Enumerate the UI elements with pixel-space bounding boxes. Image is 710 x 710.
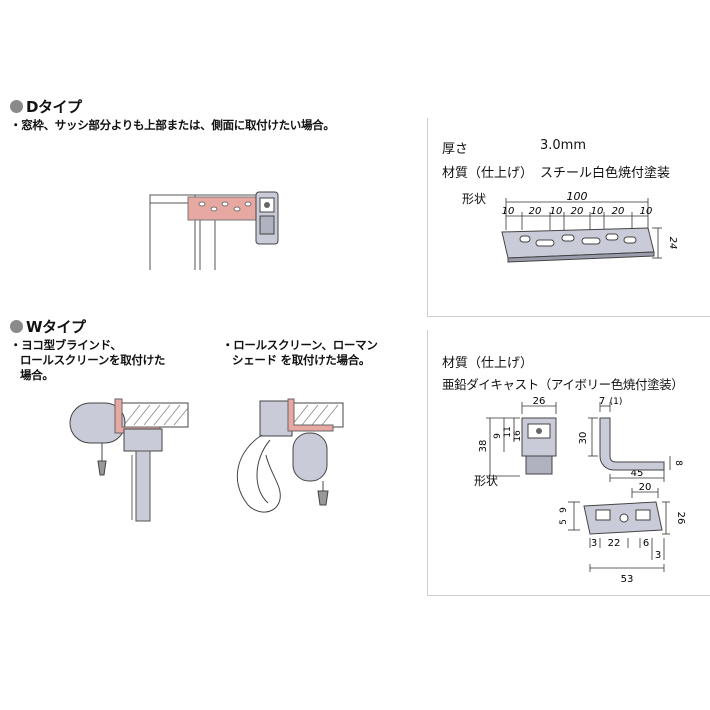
w-type-title: Wタイプ bbox=[26, 318, 86, 336]
dim-seg: 10 bbox=[502, 206, 515, 217]
svg-text:3: 3 bbox=[591, 538, 597, 549]
w-type-heading: Wタイプ bbox=[10, 316, 86, 337]
svg-text:9: 9 bbox=[493, 433, 503, 439]
thickness-label: 厚さ bbox=[442, 142, 469, 157]
die-cast-side bbox=[599, 417, 665, 471]
dim-seg: 10 bbox=[550, 206, 563, 217]
d-type-heading: Dタイプ bbox=[10, 96, 82, 117]
svg-text:(1): (1) bbox=[610, 397, 623, 407]
svg-text:11: 11 bbox=[503, 426, 513, 437]
dim-seg: 20 bbox=[612, 206, 625, 217]
w-type-note-left: ・ヨコ型ブラインド、 ロールスクリーンを取付けた 場合。 bbox=[10, 338, 166, 382]
die-cast-side-view: 7 (1) 30 45 8 bbox=[578, 396, 683, 482]
w-left-illustration bbox=[69, 398, 189, 522]
die-cast-front-view: 26 9 11 16 38 bbox=[478, 396, 557, 477]
flat-bracket-drawing: 100 10 20 10 20 10 20 10 24 bbox=[501, 190, 678, 263]
dim-seg: 20 bbox=[529, 206, 542, 217]
svg-text:7: 7 bbox=[599, 396, 605, 407]
svg-text:45: 45 bbox=[631, 468, 644, 479]
material-label: 材質（仕上げ） bbox=[442, 166, 534, 181]
d-type-title: Dタイプ bbox=[26, 98, 82, 116]
spec-panel-bottom: 材質（仕上げ） 亜鉛ダイキャスト（アイボリー色焼付塗装） 形状 26 9 11 … bbox=[427, 330, 710, 596]
svg-text:5: 5 bbox=[559, 519, 569, 525]
bullet-icon bbox=[10, 320, 23, 333]
svg-text:22: 22 bbox=[608, 538, 621, 549]
svg-text:30: 30 bbox=[578, 432, 589, 445]
dim-seg: 10 bbox=[640, 206, 653, 217]
shape-label-2: 形状 bbox=[474, 474, 499, 488]
svg-text:6: 6 bbox=[643, 538, 649, 549]
material-value-2: 亜鉛ダイキャスト（アイボリー色焼付塗装） bbox=[442, 377, 684, 392]
material-value: スチール白色焼付塗装 bbox=[540, 166, 671, 181]
svg-text:16: 16 bbox=[513, 430, 523, 442]
dim-height: 24 bbox=[667, 237, 678, 250]
dim-total: 100 bbox=[567, 190, 588, 203]
d-type-illustration bbox=[149, 191, 279, 270]
dim-seg: 10 bbox=[591, 206, 604, 217]
d-bracket bbox=[187, 196, 259, 221]
dim-seg: 20 bbox=[571, 206, 584, 217]
bullet-icon bbox=[10, 100, 23, 113]
w-type-note-right: ・ロールスクリーン、ローマン シェード を取付けた場合。 bbox=[222, 338, 378, 367]
shape-label: 形状 bbox=[462, 192, 487, 206]
svg-text:26: 26 bbox=[675, 512, 686, 525]
material-label-2: 材質（仕上げ） bbox=[442, 356, 534, 371]
d-type-note: ・窓枠、サッシ部分よりも上部または、側面に取付けたい場合。 bbox=[10, 118, 335, 132]
svg-text:53: 53 bbox=[621, 574, 634, 585]
w-right-illustration bbox=[236, 398, 344, 513]
svg-text:3: 3 bbox=[655, 550, 661, 561]
spec-panel-top: 厚さ 3.0mm 材質（仕上げ） スチール白色焼付塗装 形状 100 10 20… bbox=[427, 118, 710, 317]
svg-text:20: 20 bbox=[639, 482, 652, 493]
svg-text:38: 38 bbox=[478, 440, 489, 453]
svg-text:9: 9 bbox=[559, 507, 569, 513]
thickness-value: 3.0mm bbox=[540, 138, 587, 153]
die-cast-bottom-view: 20 9 5 26 3 22 6 3 53 bbox=[559, 482, 686, 585]
svg-text:26: 26 bbox=[533, 396, 546, 407]
svg-text:8: 8 bbox=[673, 460, 683, 466]
